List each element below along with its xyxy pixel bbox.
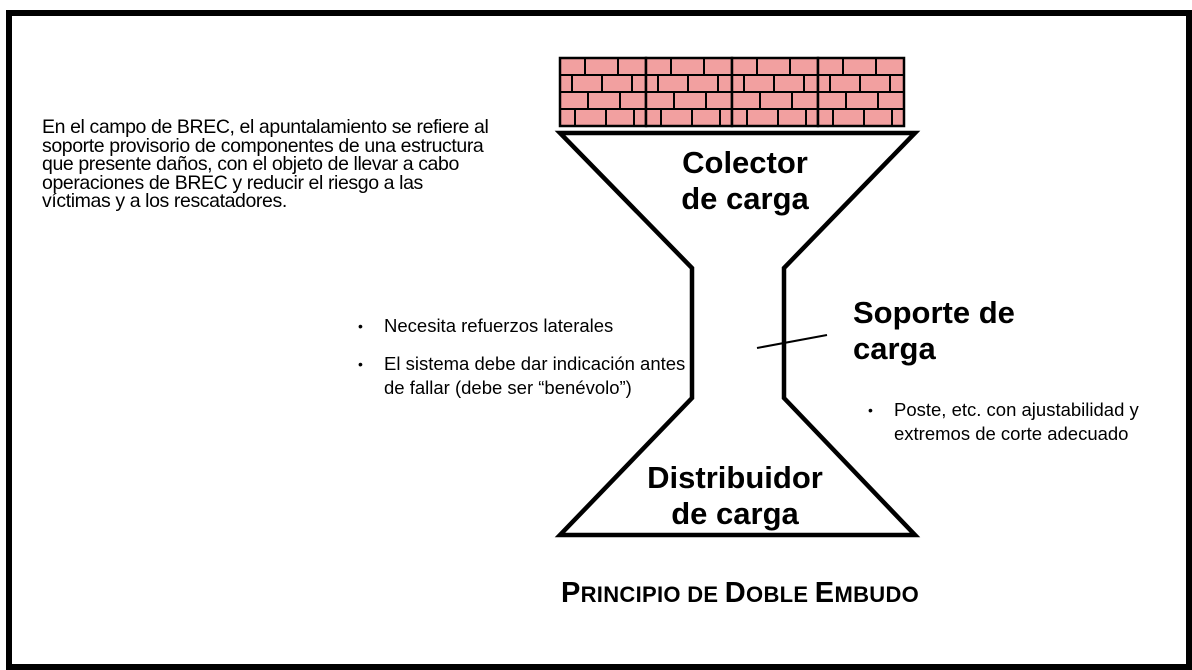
diagram-title: PRINCIPIO DE DOBLE EMBUDO	[560, 577, 920, 609]
bullet-item: Poste, etc. con ajustabilidad y extremos…	[868, 398, 1178, 446]
load-collector-line1: Colector	[682, 145, 808, 180]
intro-paragraph: En el campo de BREC, el apuntalamiento s…	[42, 116, 489, 212]
brick-wall-icon	[558, 56, 906, 128]
load-support-line2: carga	[853, 331, 936, 366]
load-support-line1: Soporte de	[853, 295, 1015, 330]
bullet-item: Necesita refuerzos laterales	[358, 314, 688, 338]
load-distributor-label: Distribuidor de carga	[610, 460, 860, 532]
bullet-item: El sistema debe dar indicación antes de …	[358, 352, 688, 400]
support-pointer-line	[756, 334, 828, 349]
load-support-label: Soporte de carga	[853, 295, 1093, 367]
load-distributor-line2: de carga	[671, 496, 799, 531]
load-collector-line2: de carga	[681, 181, 809, 216]
load-distributor-line1: Distribuidor	[647, 460, 823, 495]
left-bullet-list: Necesita refuerzos laterales El sistema …	[358, 314, 688, 400]
funnel-outline	[554, 130, 921, 538]
double-funnel-diagram	[554, 56, 921, 538]
load-collector-label: Colector de carga	[620, 145, 870, 217]
right-bullet-list: Poste, etc. con ajustabilidad y extremos…	[868, 398, 1178, 446]
